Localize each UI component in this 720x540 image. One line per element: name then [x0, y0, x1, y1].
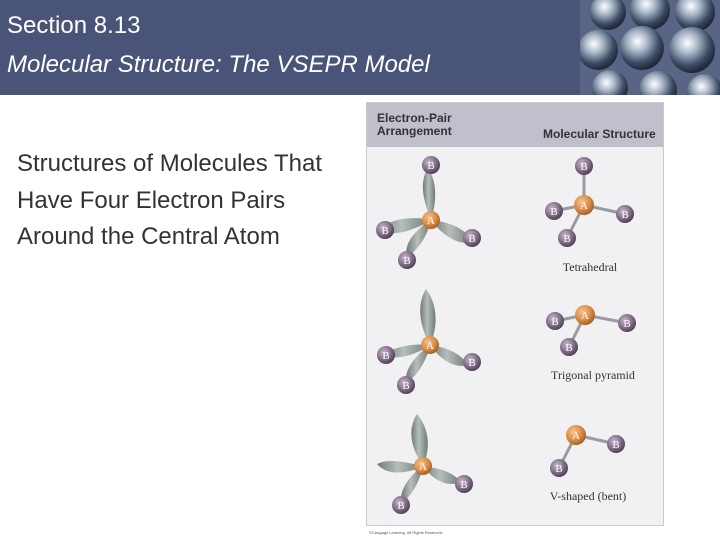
outer-atom-label: B	[563, 233, 570, 245]
title-bar: Section 8.13 Molecular Structure: The VS…	[0, 0, 720, 95]
vsepr-diagram: A B B B B A B B B B Tetrah	[367, 103, 665, 527]
slide-title: Section 8.13	[7, 10, 140, 42]
outer-atom-label: B	[551, 316, 558, 328]
body-text: Structures of Molecules That Have Four E…	[17, 146, 337, 256]
tetrahedral-electron-pair-arrangement	[376, 156, 481, 269]
copyright-notice: ©Cengage Learning. All Rights Reserved.	[369, 530, 443, 535]
outer-atom-label: B	[580, 161, 587, 173]
central-atom-label: A	[580, 200, 588, 212]
outer-atom-label: B	[468, 357, 475, 369]
outer-atom-label: B	[382, 350, 389, 362]
central-atom-label: A	[581, 310, 589, 322]
outer-atom-label: B	[403, 255, 410, 267]
vsepr-figure: Electron-Pair Arrangement Molecular Stru…	[366, 102, 664, 526]
v-shaped-label: V-shaped (bent)	[550, 489, 627, 503]
slide-subtitle: Molecular Structure: The VSEPR Model	[7, 49, 430, 81]
central-atom-label: A	[427, 215, 435, 227]
tetrahedral-molecular-structure	[545, 157, 634, 247]
outer-atom-label: B	[555, 463, 562, 475]
outer-atom-label: B	[460, 479, 467, 491]
trigonal-pyramid-label: Trigonal pyramid	[551, 368, 635, 382]
outer-atom-label: B	[623, 318, 630, 330]
outer-atom-label: B	[621, 209, 628, 221]
tetrahedral-label: Tetrahedral	[563, 260, 618, 274]
outer-atom-label: B	[397, 500, 404, 512]
trigonal-pyramid-molecular-structure	[546, 305, 636, 356]
outer-atom-label: B	[550, 206, 557, 218]
central-atom-label: A	[419, 461, 427, 473]
outer-atom-label: B	[427, 160, 434, 172]
outer-atom-label: B	[565, 342, 572, 354]
outer-atom-label: B	[612, 439, 619, 451]
outer-atom-label: B	[402, 380, 409, 392]
outer-atom-label: B	[468, 233, 475, 245]
decorative-spheres-image	[580, 0, 720, 95]
outer-atom-label: B	[381, 225, 388, 237]
central-atom-label: A	[572, 430, 580, 442]
central-atom-label: A	[426, 340, 434, 352]
